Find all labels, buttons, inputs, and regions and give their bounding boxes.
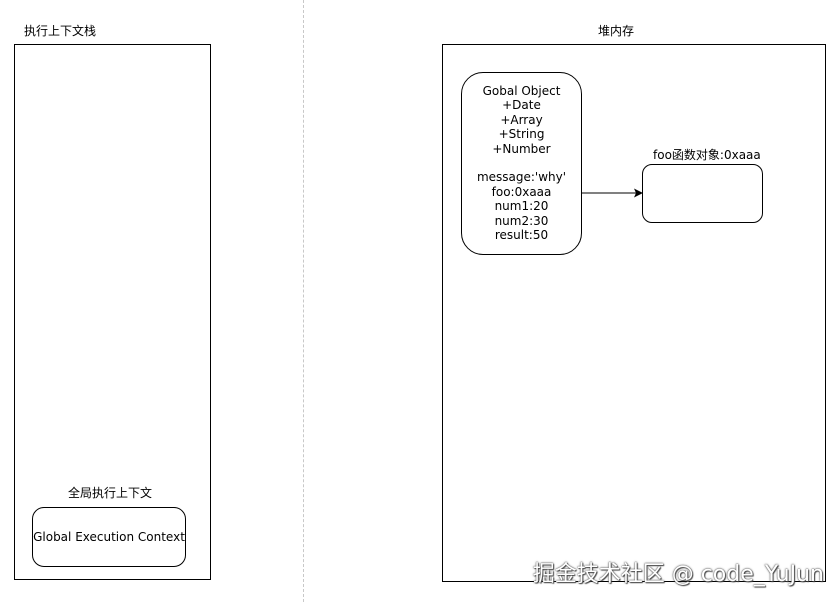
global-object-line: foo:0xaaa [491,184,552,199]
global-context-label: 全局执行上下文 [68,486,153,500]
global-object-line: message:'why' [476,170,567,185]
reference-arrow [582,188,643,198]
section-divider [303,0,304,602]
reference-arrow-head [634,188,643,198]
global-object-content: Gobal Object+Date+Array+String+Number mes… [462,84,581,242]
global-object-line: +Array [500,112,543,127]
foo-object-label: foo函数对象:0xaaa [653,148,761,162]
global-execution-context-text: Global Execution Context [33,530,185,544]
global-object-line [462,156,581,170]
global-object-line: result:50 [494,228,549,243]
global-object-line: +String [498,127,545,142]
stack-title: 执行上下文栈 [24,24,97,38]
global-execution-context-box: Global Execution Context [32,507,186,567]
global-object-line: num1:20 [494,199,549,214]
foo-function-object-box [642,164,763,223]
global-object-line: num2:30 [494,213,549,228]
global-object-line: +Date [502,98,541,113]
execution-context-stack-panel [14,44,211,580]
watermark: 掘金技术社区 @ code_YuJun [532,562,824,587]
heap-title: 堆内存 [598,24,635,38]
global-object-line: Gobal Object [482,84,561,98]
global-object-line: +Number [492,141,551,156]
global-object-box: Gobal Object+Date+Array+String+Number mes… [461,72,582,255]
